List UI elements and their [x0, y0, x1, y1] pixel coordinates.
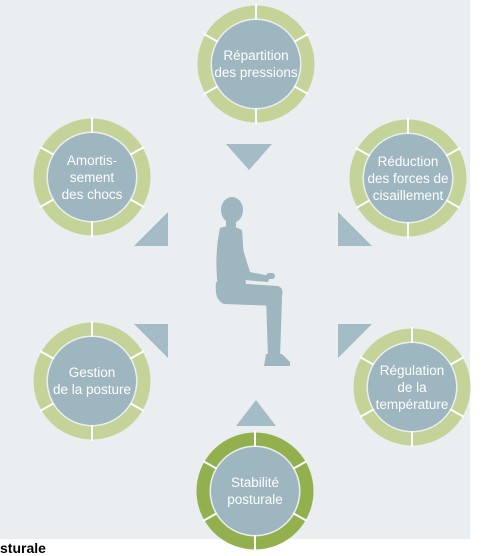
diagram-panel: Répartition des pressions Réduction des … — [0, 0, 472, 551]
pointer-down-icon — [226, 144, 272, 170]
pointer-corner-icon — [338, 324, 372, 358]
node-shear-reduction: Réduction des forces de cisaillement — [348, 118, 468, 238]
pointer-corner-icon — [134, 212, 168, 246]
ring-segmented-active — [196, 431, 314, 551]
node-pressure-distribution: Répartition des pressions — [196, 4, 316, 124]
pointer-corner-icon — [134, 324, 168, 358]
node-posture-management: Gestion de la posture — [32, 321, 152, 441]
node-label: Stabilité posturale — [227, 475, 283, 507]
pointer-up-icon — [236, 400, 276, 426]
node-label: Amortis- sement des chocs — [61, 152, 123, 202]
ring-segmented — [33, 321, 151, 441]
seated-person-icon — [215, 197, 290, 366]
node-label: Réduction des forces de cisaillement — [367, 153, 449, 203]
ring-segmented — [197, 4, 315, 124]
caption-text: sturale — [0, 540, 46, 556]
node-shock-absorption: Amortis- sement des chocs — [32, 117, 152, 237]
pointer-corner-icon — [338, 212, 372, 246]
node-label: Gestion de la posture — [52, 365, 132, 397]
ring-segmented — [353, 327, 471, 447]
node-label: Régulation de la température — [375, 362, 449, 412]
node-temperature-regulation: Régulation de la température — [352, 327, 472, 447]
ring-segmented — [33, 117, 151, 237]
ring-segmented — [349, 118, 467, 238]
node-postural-stability: Stabilité posturale — [195, 431, 315, 551]
node-label: Répartition des pressions — [214, 48, 298, 80]
